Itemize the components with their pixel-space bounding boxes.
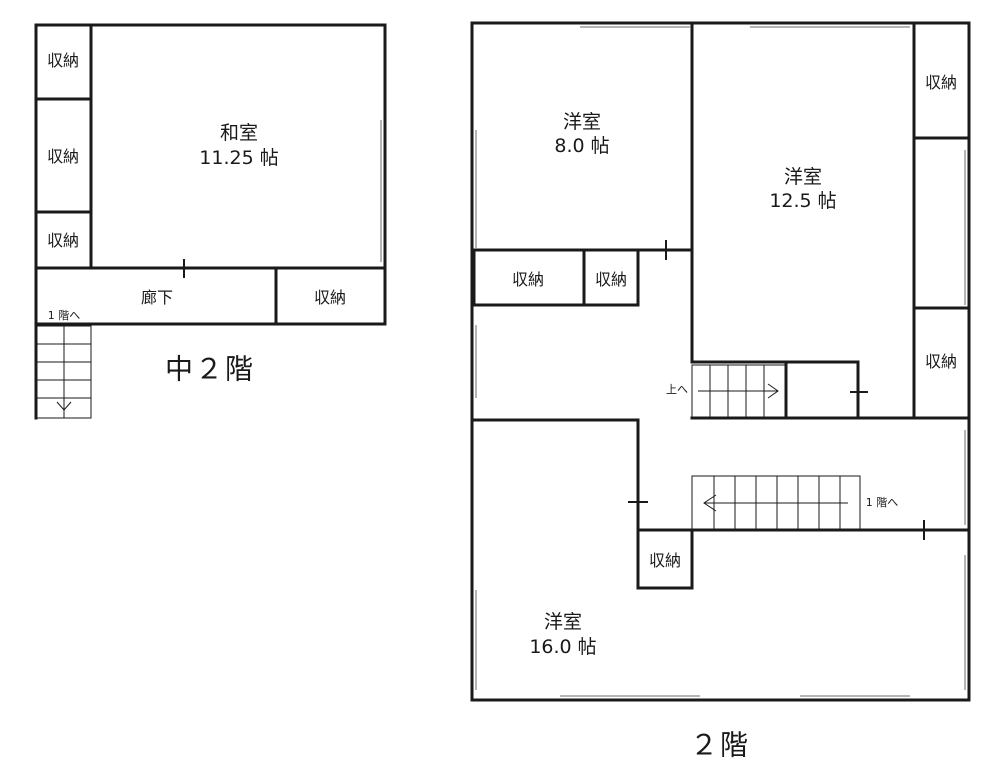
- room-c-top-wall: [470, 418, 694, 532]
- washitsu-name: 和室: [219, 122, 259, 145]
- mezz-stair-label: 1 階へ: [47, 309, 81, 323]
- room-b-name: 洋室: [783, 166, 823, 189]
- second-floor-outer-wall: [470, 21, 971, 702]
- room-c-size: 16.0 帖: [529, 636, 597, 659]
- mezzanine-outer-wall: [34, 23, 387, 420]
- storage-2-label: 収納: [511, 270, 545, 289]
- room-c-storage-walls: [636, 528, 694, 590]
- room-a-size: 8.0 帖: [554, 135, 610, 158]
- hallway-label: 廊下: [140, 288, 174, 307]
- room-b-lower-wall: [690, 248, 860, 420]
- stair-down-arrow-icon: [703, 494, 717, 512]
- stair-down-arrow-icon: [56, 401, 72, 411]
- washitsu-size: 11.25 帖: [199, 147, 279, 170]
- stairs-down: [691, 475, 861, 531]
- mezzanine-floor-label: 中２階: [164, 352, 256, 386]
- storage-4-label: 収納: [924, 352, 958, 371]
- room-b-size: 12.5 帖: [769, 190, 837, 213]
- room-a-name: 洋室: [562, 111, 602, 134]
- mezzanine-stairs: [35, 325, 92, 419]
- stair-up-arrow-icon: [767, 383, 779, 399]
- mezz-storage-2-label: 収納: [46, 147, 80, 166]
- second-floor-plan: [470, 21, 971, 702]
- storage-5-label: 収納: [648, 551, 682, 570]
- mezz-storage-3-label: 収納: [46, 231, 80, 250]
- stair-up-label: 上へ: [666, 383, 688, 397]
- mezz-storage-1-label: 収納: [46, 51, 80, 70]
- stair-down-label: 1 階へ: [865, 496, 899, 510]
- storage-3-label: 収納: [594, 270, 628, 289]
- mezz-storage-4-label: 収納: [313, 288, 347, 307]
- storage-row-walls: [472, 250, 640, 307]
- second-floor-label: ２階: [689, 728, 751, 762]
- stairs-up: [691, 364, 787, 419]
- storage-1-label: 収納: [924, 73, 958, 92]
- room-c-name: 洋室: [543, 611, 583, 634]
- mezzanine-plan: [34, 23, 387, 420]
